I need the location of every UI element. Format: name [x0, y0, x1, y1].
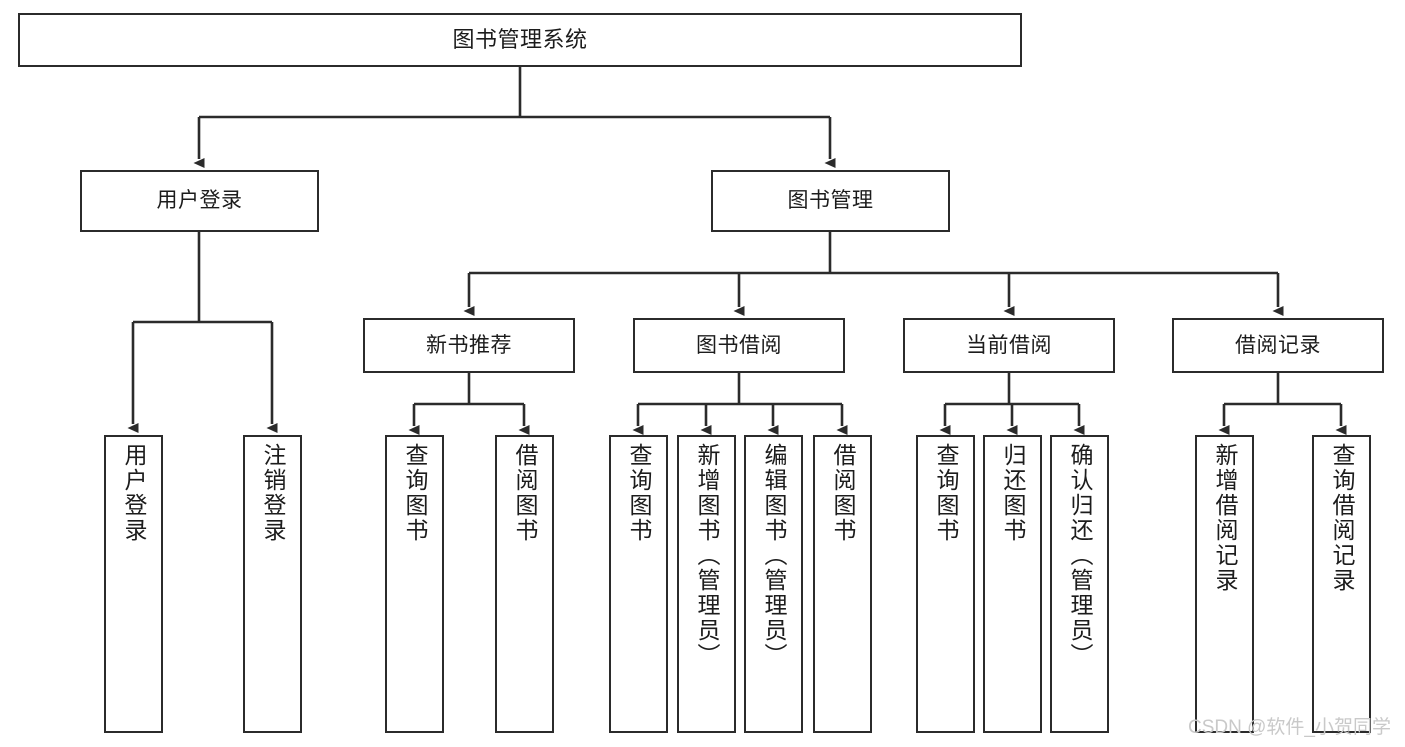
leaf-current-borrow-return-book[interactable]: 归还图书	[983, 435, 1042, 733]
node-label: 编辑图书（管理员）	[761, 443, 787, 668]
node-label: 借阅图书	[512, 443, 538, 543]
node-label: 查询图书	[402, 443, 428, 543]
leaf-book-borrow-edit-book-admin[interactable]: 编辑图书（管理员）	[744, 435, 803, 733]
leaf-user-login-login[interactable]: 用户登录	[104, 435, 163, 733]
node-label: 图书管理系统	[452, 26, 588, 52]
node-label: 新书推荐	[426, 333, 512, 357]
node-label: 用户登录	[121, 443, 147, 543]
node-label: 归还图书	[1000, 443, 1026, 543]
node-label: 用户登录	[156, 189, 243, 213]
node-label: 查询图书	[626, 443, 652, 543]
leaf-current-borrow-query-book[interactable]: 查询图书	[916, 435, 975, 733]
csdn-watermark: CSDN @软件_小贺同学	[1188, 717, 1391, 738]
leaf-current-borrow-confirm-return-admin[interactable]: 确认归还（管理员）	[1050, 435, 1109, 733]
node-borrow-record[interactable]: 借阅记录	[1172, 318, 1384, 373]
node-label: 图书管理	[787, 189, 874, 213]
leaf-book-borrow-add-book-admin[interactable]: 新增图书（管理员）	[677, 435, 736, 733]
node-label: 当前借阅	[966, 333, 1052, 357]
node-label: 注销登录	[260, 443, 286, 543]
leaf-book-borrow-query-book[interactable]: 查询图书	[609, 435, 668, 733]
node-book-management[interactable]: 图书管理	[711, 170, 950, 232]
node-user-login[interactable]: 用户登录	[80, 170, 319, 232]
leaf-borrow-record-query-record[interactable]: 查询借阅记录	[1312, 435, 1371, 733]
node-label: 借阅图书	[830, 443, 856, 543]
node-label: 确认归还（管理员）	[1067, 443, 1093, 668]
node-label: 查询图书	[933, 443, 959, 543]
leaf-user-login-logout[interactable]: 注销登录	[243, 435, 302, 733]
leaf-borrow-record-add-record[interactable]: 新增借阅记录	[1195, 435, 1254, 733]
node-new-book-recommend[interactable]: 新书推荐	[363, 318, 575, 373]
leaf-new-book-borrow-book[interactable]: 借阅图书	[495, 435, 554, 733]
leaf-new-book-query-book[interactable]: 查询图书	[385, 435, 444, 733]
node-label: 查询借阅记录	[1329, 443, 1355, 593]
node-label: 图书借阅	[696, 333, 782, 357]
node-label: 借阅记录	[1235, 333, 1321, 357]
node-label: 新增借阅记录	[1212, 443, 1238, 593]
node-current-borrow[interactable]: 当前借阅	[903, 318, 1115, 373]
node-root-book-management-system[interactable]: 图书管理系统	[18, 13, 1022, 67]
node-book-borrow[interactable]: 图书借阅	[633, 318, 845, 373]
leaf-book-borrow-borrow-book[interactable]: 借阅图书	[813, 435, 872, 733]
node-label: 新增图书（管理员）	[694, 443, 720, 668]
